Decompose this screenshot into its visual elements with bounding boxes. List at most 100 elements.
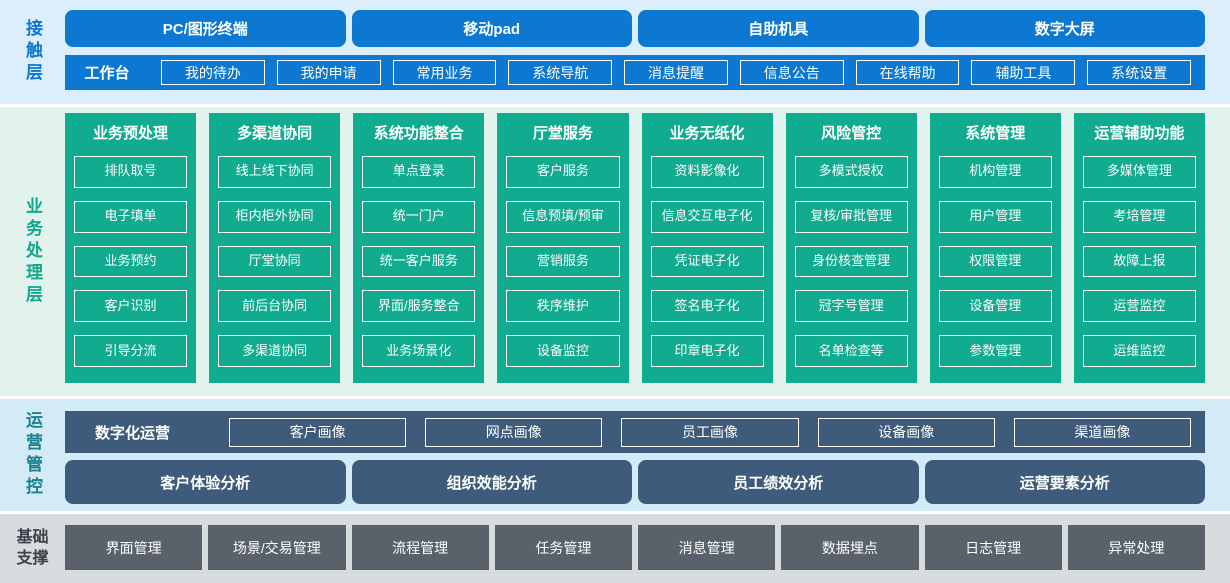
workbench-item-system-settings: 系统设置 (1087, 60, 1192, 85)
business-column-title: 系统管理 (965, 125, 1026, 142)
workbench-item-aux-tools: 辅助工具 (971, 60, 1076, 85)
business-item: 客户服务 (506, 156, 620, 188)
contact-layer-content: PC/图形终端 移动pad 自助机具 数字大屏 工作台 我的待办 我的申请 常用… (65, 0, 1205, 104)
workbench-bar: 工作台 我的待办 我的申请 常用业务 系统导航 消息提醒 信息公告 在线帮助 辅… (65, 55, 1205, 90)
business-item: 统一客户服务 (362, 245, 476, 278)
business-item: 客户识别 (74, 290, 188, 323)
foundation-item-ui-mgmt: 界面管理 (65, 525, 203, 570)
business-column-risk-control: 风险管控 多模式授权 复核/审批管理 身份核查管理 冠字号管理 名单检查等 (785, 113, 917, 383)
business-item: 业务场景化 (362, 335, 476, 367)
business-item: 签名电子化 (650, 290, 764, 323)
foundation-item-log-mgmt: 日志管理 (924, 525, 1062, 570)
business-column-system-mgmt: 系统管理 机构管理 用户管理 权限管理 设备管理 参数管理 (929, 113, 1061, 383)
business-item: 排队取号 (74, 156, 188, 188)
terminal-box-pad: 移动pad (351, 10, 632, 47)
ops-item-customer-profile: 客户画像 (229, 417, 407, 447)
business-item: 参数管理 (938, 335, 1052, 367)
digital-operations-label: 数字化运营 (95, 424, 171, 442)
business-item: 电子填单 (74, 200, 188, 233)
business-item: 信息交互电子化 (650, 200, 764, 233)
business-item: 统一门户 (362, 200, 476, 233)
business-item: 营销服务 (506, 245, 620, 278)
business-column-lobby-service: 厅堂服务 客户服务 信息预填/预审 营销服务 秩序维护 设备监控 (497, 113, 629, 383)
ops-item-channel-profile: 渠道画像 (1013, 417, 1192, 447)
business-layer-band: 业务处理层 业务预处理 排队取号 电子填单 业务预约 客户识别 引导分流 多渠道… (0, 107, 1230, 396)
terminal-box-bigscreen: 数字大屏 (924, 10, 1205, 47)
ops-item-staff-profile: 员工画像 (621, 417, 799, 447)
business-layer-gutter: 业务处理层 (0, 107, 65, 396)
workbench-label: 工作台 (84, 65, 130, 82)
business-column-integration: 系统功能整合 单点登录 统一门户 统一客户服务 界面/服务整合 业务场景化 (353, 113, 485, 383)
business-item: 多媒体管理 (1082, 156, 1196, 188)
analysis-row: 客户体验分析 组织效能分析 员工绩效分析 运营要素分析 (65, 460, 1205, 504)
foundation-item-process-mgmt: 流程管理 (351, 525, 489, 570)
business-layer-label: 业务处理层 (23, 196, 42, 307)
business-item: 信息预填/预审 (506, 200, 620, 233)
business-item: 名单检查等 (794, 335, 908, 367)
operations-layer-content: 数字化运营 客户画像 网点画像 员工画像 设备画像 渠道画像 客户体验分析 组织… (65, 399, 1205, 511)
foundation-item-message-mgmt: 消息管理 (638, 525, 776, 570)
terminal-row: PC/图形终端 移动pad 自助机具 数字大屏 (65, 10, 1205, 47)
analysis-ops-elements: 运营要素分析 (924, 460, 1205, 504)
business-item: 凭证电子化 (650, 245, 764, 278)
foundation-item-scene-txn-mgmt: 场景/交易管理 (208, 525, 346, 570)
business-item: 资料影像化 (650, 156, 764, 188)
workbench-item-reminders: 消息提醒 (624, 60, 728, 85)
workbench-item-navigation: 系统导航 (508, 60, 613, 85)
terminal-box-pc: PC/图形终端 (65, 10, 346, 47)
business-item: 多渠道协同 (218, 335, 332, 367)
foundation-layer-content: 界面管理 场景/交易管理 流程管理 任务管理 消息管理 数据埋点 日志管理 异常… (65, 514, 1205, 583)
business-item: 设备监控 (506, 335, 620, 367)
foundation-layer-label: 基础 支撑 (16, 528, 49, 567)
business-item: 运营监控 (1082, 290, 1196, 323)
foundation-layer-band: 基础 支撑 界面管理 场景/交易管理 流程管理 任务管理 消息管理 数据埋点 日… (0, 514, 1230, 583)
business-column-title: 多渠道协同 (237, 125, 313, 142)
analysis-customer-experience: 客户体验分析 (65, 460, 346, 504)
contact-layer-gutter: 接触层 (0, 0, 65, 104)
workbench-item-applications: 我的申请 (276, 60, 381, 85)
business-item: 权限管理 (938, 245, 1052, 278)
ops-item-branch-profile: 网点画像 (425, 417, 603, 447)
business-item: 考培管理 (1082, 200, 1196, 233)
business-item: 多模式授权 (794, 156, 908, 188)
business-item: 前后台协同 (218, 290, 332, 323)
terminal-box-selfservice: 自助机具 (638, 10, 919, 47)
business-column-title: 业务预处理 (93, 125, 169, 142)
business-layer-content: 业务预处理 排队取号 电子填单 业务预约 客户识别 引导分流 多渠道协同 线上线… (65, 107, 1205, 396)
business-column-title: 运营辅助功能 (1094, 125, 1185, 142)
operations-layer-label: 运营管控 (23, 411, 42, 499)
business-column-title: 厅堂服务 (532, 125, 593, 142)
workbench-item-common-business: 常用业务 (392, 60, 497, 85)
workbench-item-announcements: 信息公告 (739, 60, 844, 85)
business-item: 单点登录 (362, 156, 476, 188)
analysis-staff-performance: 员工绩效分析 (638, 460, 919, 504)
foundation-item-task-mgmt: 任务管理 (494, 525, 632, 570)
business-item: 印章电子化 (650, 335, 764, 367)
workbench-item-online-help: 在线帮助 (855, 60, 960, 85)
business-item: 运维监控 (1082, 335, 1196, 367)
business-item: 用户管理 (938, 200, 1052, 233)
business-item: 故障上报 (1082, 245, 1196, 278)
business-column-paperless: 业务无纸化 资料影像化 信息交互电子化 凭证电子化 签名电子化 印章电子化 (641, 113, 773, 383)
business-item: 秩序维护 (506, 290, 620, 323)
foundation-item-exception-handling: 异常处理 (1067, 525, 1205, 570)
digital-operations-bar: 数字化运营 客户画像 网点画像 员工画像 设备画像 渠道画像 (65, 411, 1205, 453)
business-item: 复核/审批管理 (794, 200, 908, 233)
business-item: 柜内柜外协同 (218, 200, 332, 233)
foundation-row: 界面管理 场景/交易管理 流程管理 任务管理 消息管理 数据埋点 日志管理 异常… (65, 525, 1205, 570)
business-column-title: 系统功能整合 (373, 125, 464, 142)
business-column-multichannel: 多渠道协同 线上线下协同 柜内柜外协同 厅堂协同 前后台协同 多渠道协同 (209, 113, 341, 383)
business-item: 引导分流 (74, 335, 188, 367)
foundation-layer-gutter: 基础 支撑 (0, 514, 65, 583)
business-item: 机构管理 (938, 156, 1052, 188)
business-item: 厅堂协同 (218, 245, 332, 278)
business-column-title: 业务无纸化 (669, 125, 745, 142)
contact-layer-label: 接触层 (23, 19, 42, 85)
operations-layer-band: 运营管控 数字化运营 客户画像 网点画像 员工画像 设备画像 渠道画像 客户体验… (0, 399, 1230, 511)
workbench-item-todo: 我的待办 (161, 60, 265, 85)
business-item: 界面/服务整合 (362, 290, 476, 323)
business-column-title: 风险管控 (821, 125, 882, 142)
business-item: 线上线下协同 (218, 156, 332, 188)
operations-layer-gutter: 运营管控 (0, 399, 65, 511)
